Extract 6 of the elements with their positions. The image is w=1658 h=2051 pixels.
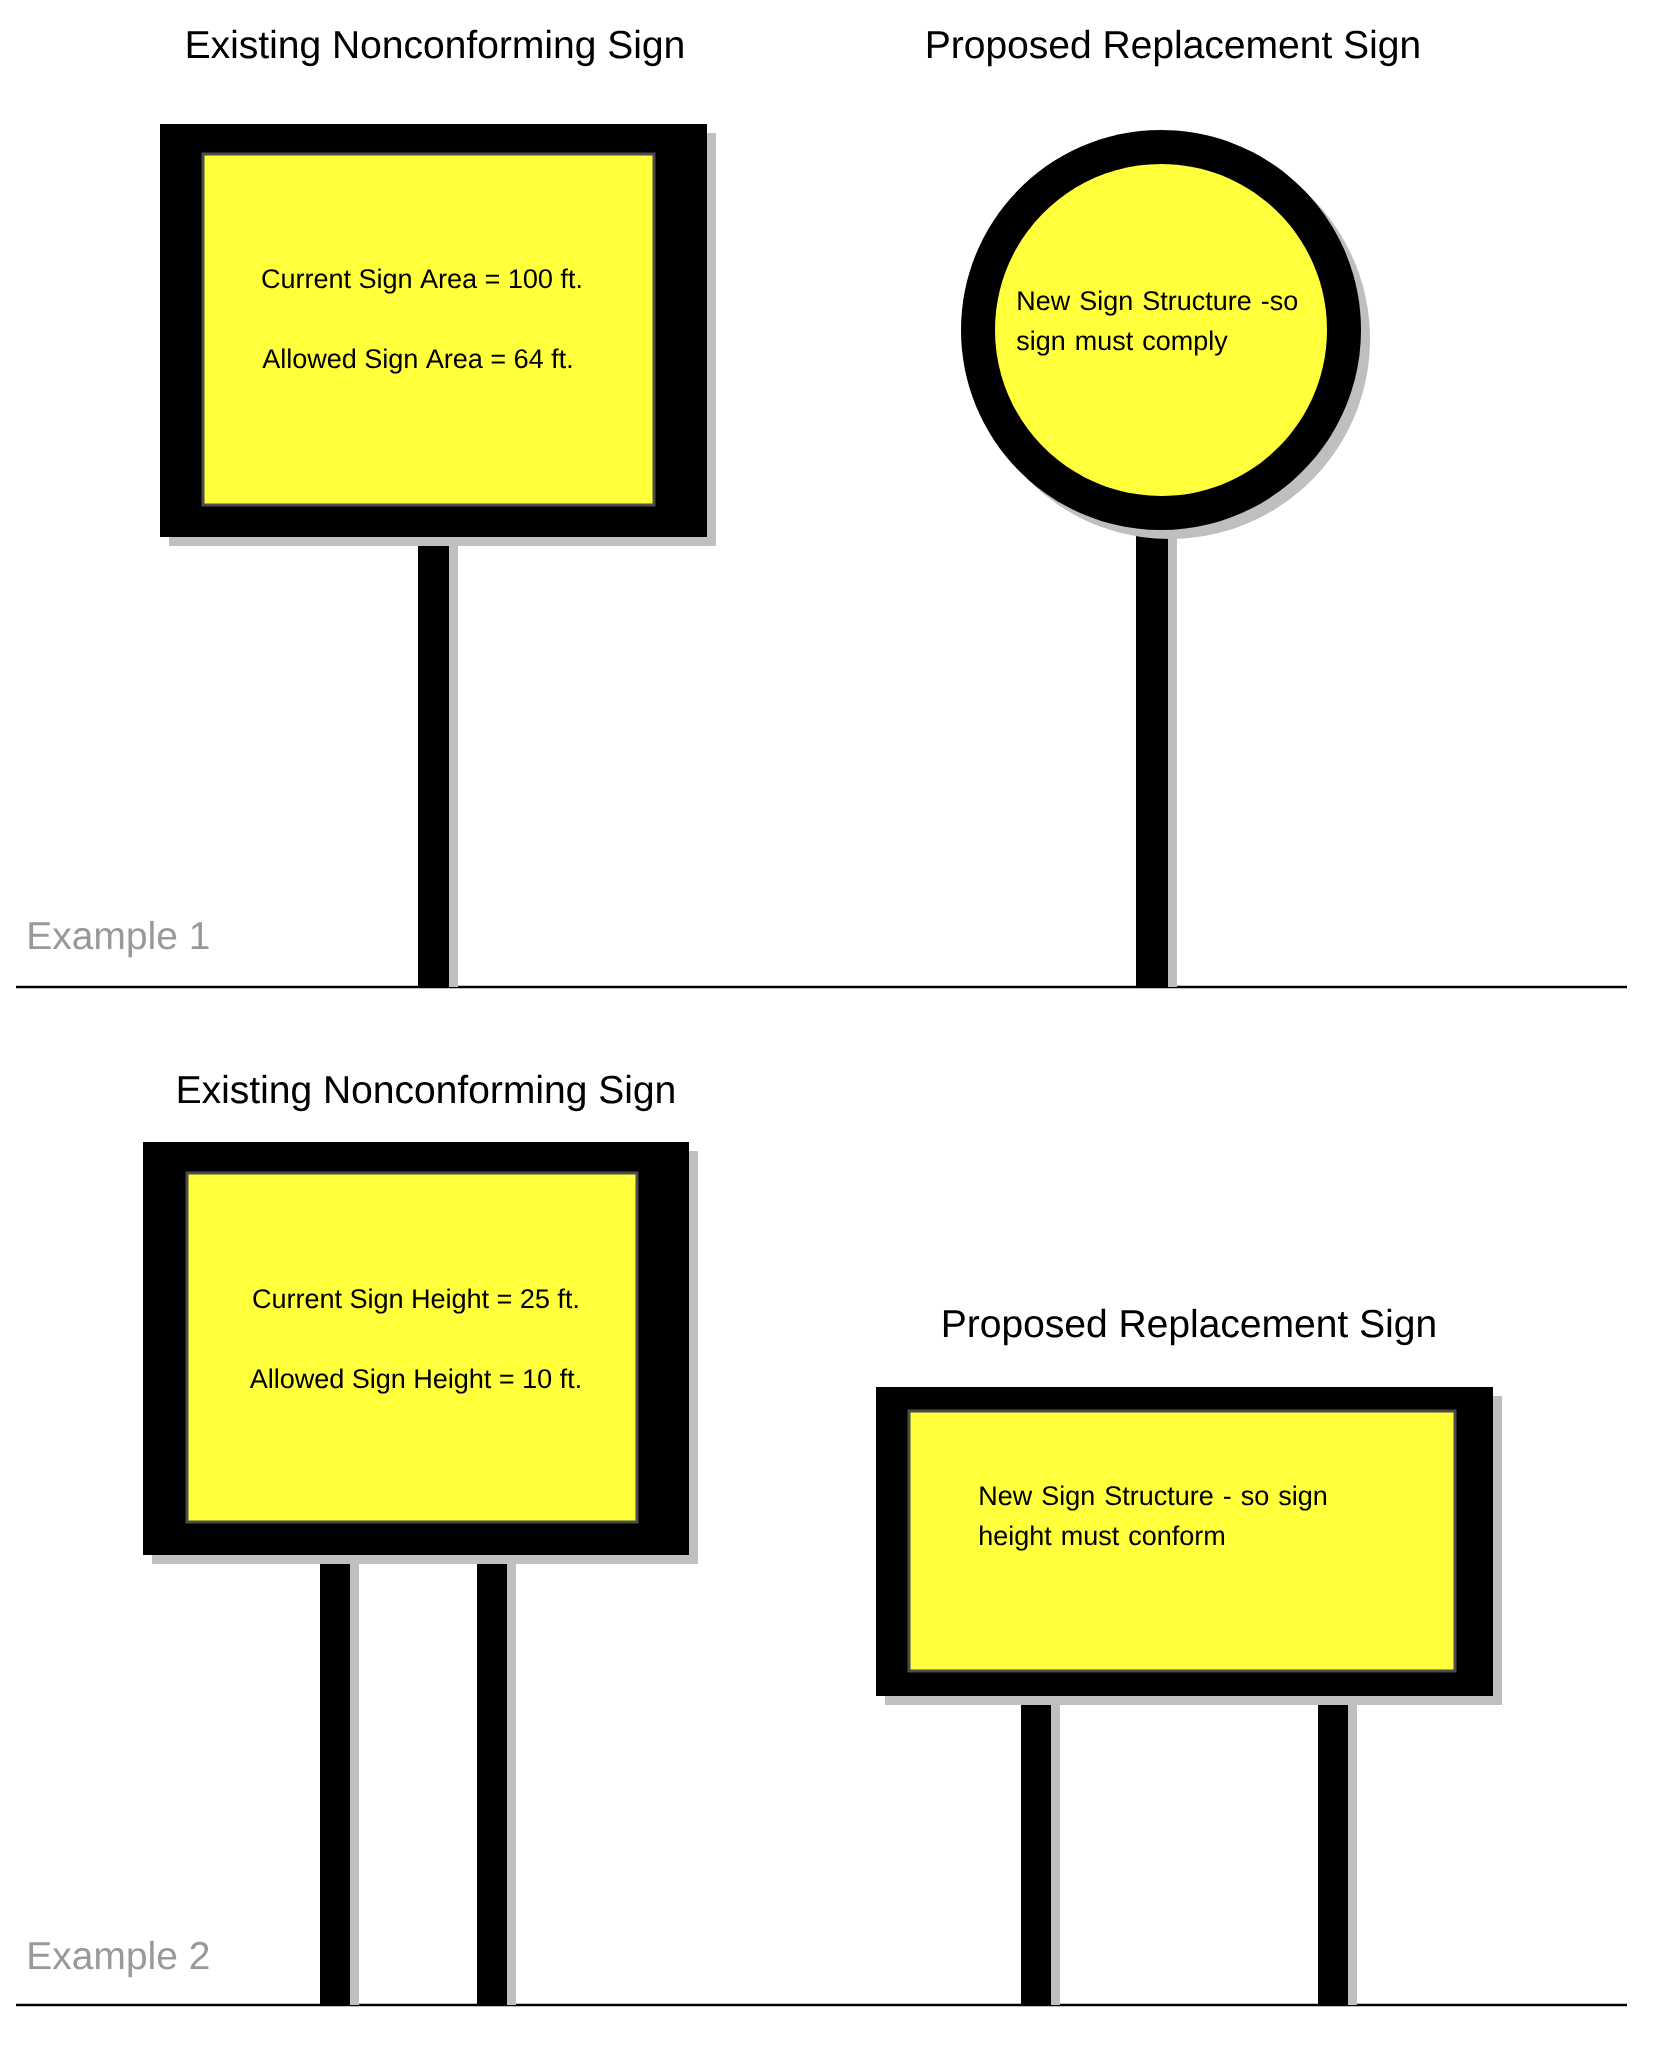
sign-heading: Existing Nonconforming Sign: [187, 29, 683, 67]
sign-heading: Proposed Replacement Sign: [943, 1308, 1435, 1346]
example-label: Example 2: [29, 1940, 209, 1978]
example-label: Example 1: [29, 920, 209, 958]
sign-heading: Proposed Replacement Sign: [927, 29, 1419, 67]
sign-heading: Existing Nonconforming Sign: [178, 1074, 674, 1112]
